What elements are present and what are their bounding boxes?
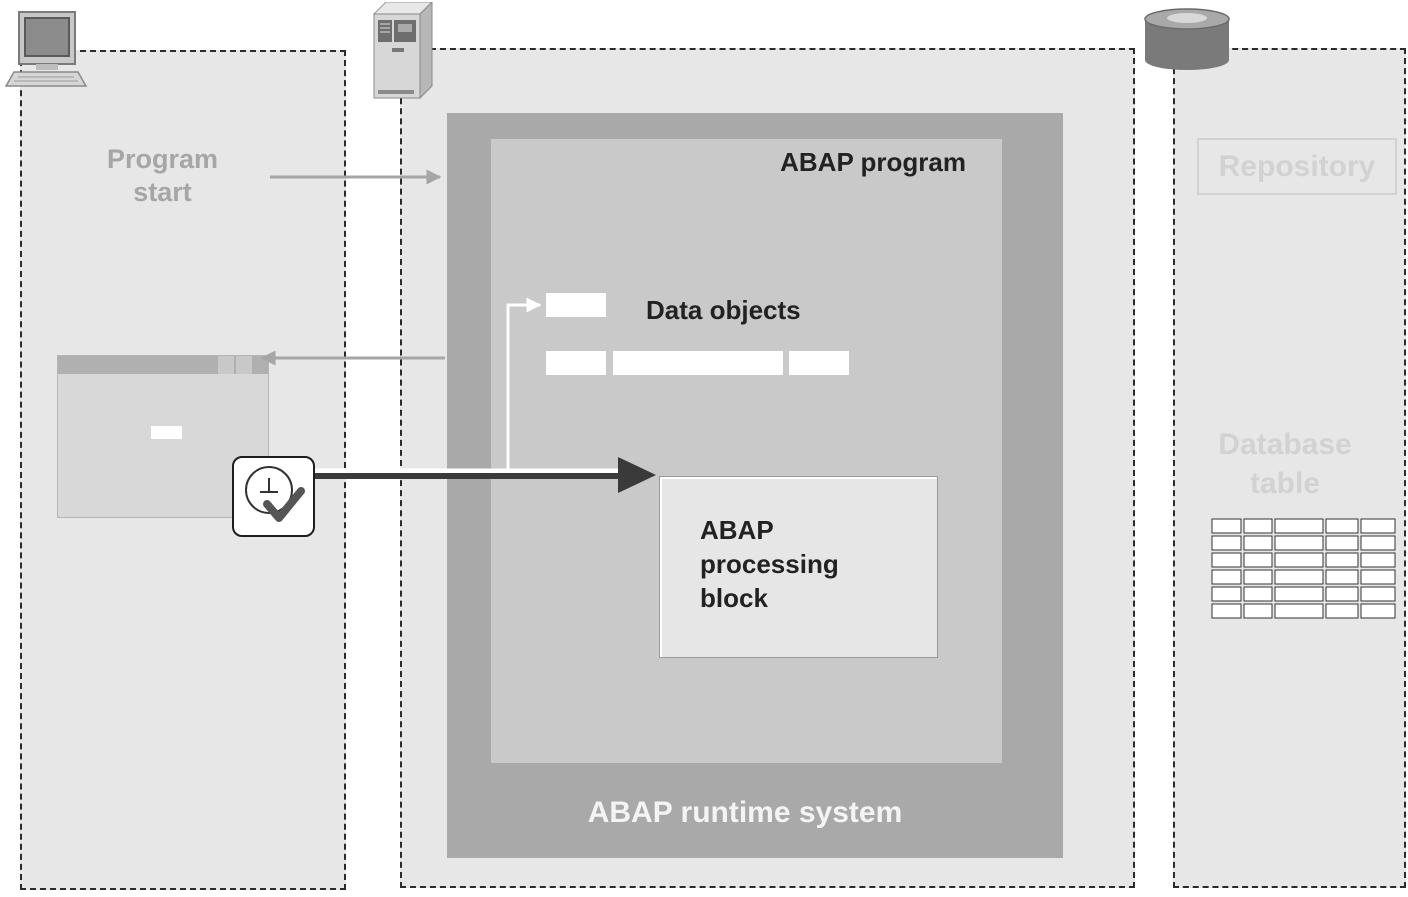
database-table-grid-icon — [1211, 518, 1396, 619]
abap-program-label: ABAP program — [780, 147, 966, 177]
runtime-system-label: ABAP runtime system — [587, 796, 903, 829]
abap-processing-block-box — [659, 476, 938, 658]
database-cylinder-icon — [1144, 8, 1230, 70]
data-object-field — [613, 351, 783, 375]
program-start-label: Program start — [106, 144, 219, 207]
database-layer-zone — [1173, 48, 1406, 888]
abap-program-box — [491, 139, 1002, 763]
screen-titlebar-button — [218, 356, 234, 374]
desktop-computer-icon — [4, 11, 88, 87]
data-object-field — [546, 293, 606, 317]
data-objects-label: Data objects — [646, 295, 801, 325]
repository-label: Repository — [1197, 138, 1397, 195]
clock-checkmark-icon — [232, 456, 315, 537]
application-server-icon — [372, 2, 433, 100]
event-arrow-head — [618, 457, 656, 493]
screen-titlebar — [58, 356, 268, 374]
processing-block-label: ABAP processing block — [700, 515, 839, 613]
screen-input-field — [151, 426, 182, 439]
screen-titlebar-button — [236, 356, 252, 374]
data-object-field — [546, 351, 606, 375]
database-table-label: Database table — [1218, 428, 1352, 500]
data-transport-arrow — [314, 297, 542, 472]
data-object-field — [789, 351, 849, 375]
